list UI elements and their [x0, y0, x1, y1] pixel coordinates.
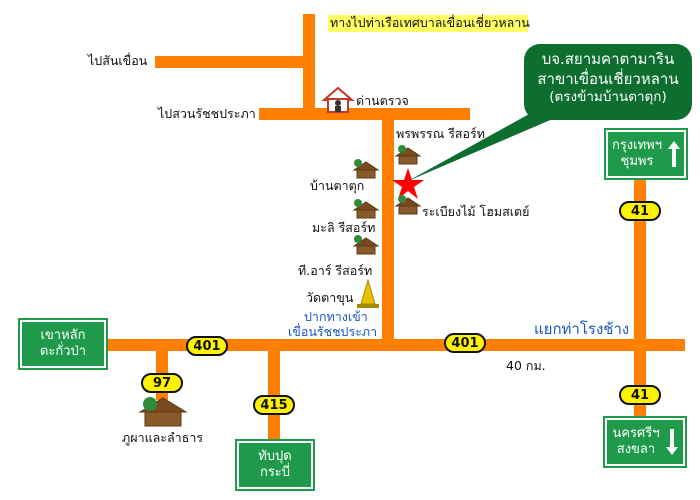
resort-hut-icon: [138, 397, 188, 427]
sign-thapput-line-2: กระบี่: [259, 465, 291, 480]
mali-resort-label: มะลิ รีสอร์ท: [312, 220, 376, 235]
sign-khaolak-line-2: ตะกั่วป่า: [39, 344, 87, 359]
resort-pornpan-label: พรพรรณ รีสอร์ท: [396, 126, 485, 141]
route-401-shield-east: 401: [444, 333, 486, 353]
route-401-shield-west: 401: [186, 336, 228, 356]
checkpoint-icon: [321, 86, 355, 113]
resort-icons: [138, 145, 422, 427]
route-97-shield: 97: [141, 373, 183, 393]
distance-label: 40 กม.: [506, 358, 546, 373]
sign-thapput-line-1: ทับปุด: [258, 448, 292, 464]
pier-direction-label: ทางไปท่าเรือเทศบาลเขื่อนเชี่ยวหลาน: [330, 15, 530, 30]
sign-nakhon: นครศรีฯ สงขลา: [603, 416, 687, 468]
dam-entrance-label-2: เขื่อนรัชชประภา: [288, 324, 378, 339]
callout-line-3: (ตรงข้ามบ้านตาตุก): [549, 89, 667, 105]
phupha-label: ภูผาและลำธาร: [122, 430, 204, 445]
arrow-up-icon: [668, 141, 681, 167]
sign-bangkok-line-2: ชุมพร: [620, 154, 654, 169]
junction-label: แยกท่าโรงช้าง: [534, 320, 630, 338]
sign-bangkok: กรุงเทพฯ ชุมพร: [604, 128, 688, 180]
callout-line-1: บจ.สยามคาตามาริน: [541, 50, 675, 68]
tr-resort-label: ที.อาร์ รีสอร์ท: [298, 263, 373, 278]
park-direction-label: ไปสวนรัชชประภา: [158, 106, 256, 121]
route-41-shield-south: 41: [619, 385, 661, 405]
dam-direction-label: ไปสันเขื่อน: [88, 53, 148, 68]
temple-icon: [357, 278, 379, 308]
resort-hut-icon: [352, 235, 380, 255]
dam-entrance-label-1: ปากทางเข้า: [304, 309, 368, 324]
resort-hut-icon: [394, 195, 422, 215]
sign-nakhon-line-1: นครศรีฯ: [612, 425, 660, 441]
resort-hut-icon: [352, 199, 380, 219]
callout-pointer: [408, 108, 555, 181]
arrow-down-icon: [665, 429, 678, 455]
sign-bangkok-line-1: กรุงเทพฯ: [611, 137, 663, 153]
callout-line-2: สาขาเขื่อนเชี่ยวหลาน: [537, 69, 679, 88]
resort-hut-icon: [394, 145, 422, 165]
sign-nakhon-line-2: สงขลา: [616, 442, 656, 457]
resort-hut-icon: [352, 159, 380, 179]
checkpoint-label: ด่านตรวจ: [356, 93, 409, 108]
ban-ta-tuk-label: บ้านตาตุก: [310, 178, 365, 193]
sign-thapput: ทับปุด กระบี่: [235, 439, 315, 491]
sign-khaolak: เขาหลัก ตะกั่วป่า: [18, 318, 108, 370]
route-415-shield: 415: [253, 395, 295, 415]
route-41-shield-north: 41: [619, 201, 661, 221]
sign-khaolak-line-1: เขาหลัก: [40, 327, 86, 343]
temple-label: วัดตาขุน: [306, 290, 354, 305]
shop-location-star: [392, 168, 424, 199]
rabiangmai-label: ระเบียงไม้ โฮมสเตย์: [422, 204, 530, 219]
pier-label-highlight: [328, 15, 528, 32]
company-callout: บจ.สยามคาตามาริน สาขาเขื่อนเชี่ยวหลาน (ต…: [524, 44, 692, 120]
